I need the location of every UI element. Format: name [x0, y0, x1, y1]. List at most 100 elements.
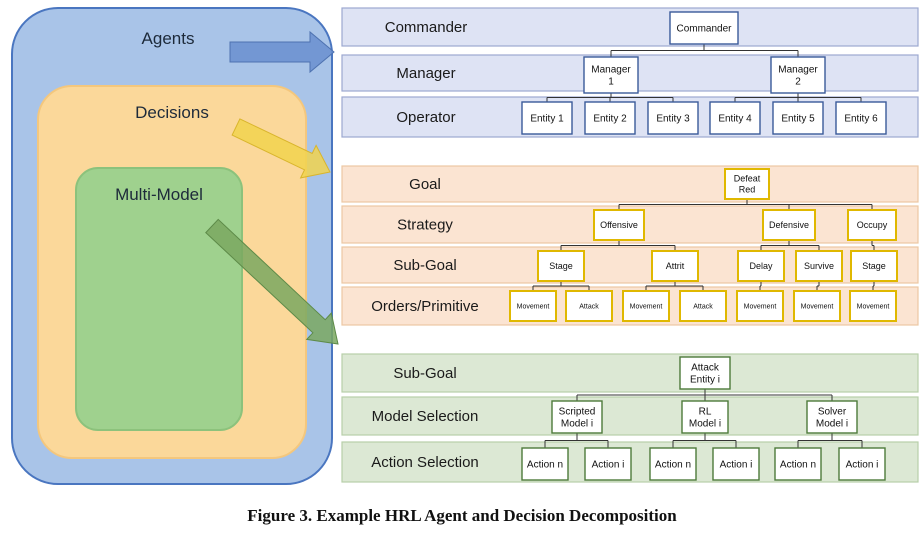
node-label: Stage: [549, 261, 573, 271]
node-movement3: [736, 290, 784, 322]
node-label: Movement: [517, 303, 550, 310]
node-label: Manager: [591, 65, 631, 76]
node-manager2: [770, 56, 826, 94]
node-label: Scripted: [559, 407, 596, 418]
node-stage2: [850, 250, 898, 282]
band-label: Operator: [396, 109, 455, 126]
node-solver: [806, 400, 858, 434]
node-label: Model i: [689, 419, 721, 430]
node-defensive: [762, 209, 816, 241]
band-label: Commander: [385, 19, 468, 36]
connector-attack_entity: [576, 389, 833, 401]
node-rl: [681, 400, 729, 434]
node-attack_entity: [679, 356, 731, 390]
node-occupy: [847, 209, 897, 241]
node-label: Defensive: [769, 220, 809, 230]
node-label: Delay: [749, 261, 773, 271]
node-label: Model i: [816, 419, 848, 430]
node-label: Entity 2: [593, 114, 627, 125]
node-stage1: [537, 250, 585, 282]
node-label: Defeat: [734, 174, 761, 184]
band-label: Manager: [396, 65, 455, 82]
node-label: Movement: [630, 303, 663, 310]
node-movement5: [849, 290, 897, 322]
node-label: Attrit: [666, 261, 685, 271]
node-label: Occupy: [857, 220, 888, 230]
connector-rl: [672, 433, 737, 448]
node-label: Manager: [778, 65, 818, 76]
node-label: Movement: [857, 303, 890, 310]
node-entity2: [584, 101, 636, 135]
node-action_n1: [521, 447, 569, 481]
node-label: Attack: [693, 303, 713, 310]
node-label: Attack: [579, 303, 599, 310]
decisions-panel-label: Decisions: [135, 103, 209, 122]
connector-manager2: [734, 93, 862, 102]
node-label: 1: [608, 77, 614, 88]
node-action_i3: [838, 447, 886, 481]
tree-connectors: [532, 44, 875, 448]
node-label: Offensive: [600, 220, 638, 230]
node-label: Action n: [655, 460, 691, 471]
node-label: Action n: [780, 460, 816, 471]
band-4: [341, 165, 919, 203]
band-label: Strategy: [397, 217, 453, 234]
connector-offensive: [560, 240, 676, 251]
node-defeat_red: [724, 168, 770, 200]
connector-attrit: [645, 281, 704, 291]
node-action_i1: [584, 447, 632, 481]
node-manager1: [583, 56, 639, 94]
node-action_n2: [649, 447, 697, 481]
band-label: Action Selection: [371, 454, 479, 471]
node-entity3: [647, 101, 699, 135]
band-1: [341, 7, 919, 47]
node-label: Commander: [676, 24, 732, 35]
connector-defensive: [760, 240, 820, 251]
node-label: Action i: [592, 460, 625, 471]
connector-commander: [610, 44, 799, 57]
node-commander: [669, 11, 739, 45]
mapping-arrows: [205, 30, 339, 345]
node-label: RL: [699, 407, 712, 418]
multi-model-arrow: [205, 218, 339, 345]
connector-scripted: [544, 433, 609, 448]
figure-caption: Figure 3. Example HRL Agent and Decision…: [247, 506, 677, 525]
node-movement1: [509, 290, 557, 322]
node-entity4: [709, 101, 761, 135]
node-scripted: [551, 400, 603, 434]
node-label: Red: [739, 185, 756, 195]
node-attack2: [679, 290, 727, 322]
agents-arrow: [229, 30, 335, 74]
node-label: Action n: [527, 460, 563, 471]
node-survive: [795, 250, 843, 282]
node-action_n3: [774, 447, 822, 481]
node-label: Entity 3: [656, 114, 690, 125]
node-movement2: [622, 290, 670, 322]
band-label: Sub-Goal: [393, 365, 456, 382]
node-offensive: [593, 209, 645, 241]
node-label: Model i: [561, 419, 593, 430]
node-label: Movement: [801, 303, 834, 310]
node-label: Action i: [720, 460, 753, 471]
node-entity6: [835, 101, 887, 135]
node-label: Entity 1: [530, 114, 564, 125]
node-label: Entity i: [690, 375, 720, 386]
node-delay: [737, 250, 785, 282]
band-label: Model Selection: [372, 408, 479, 425]
band-label: Sub-Goal: [393, 257, 456, 274]
node-label: Solver: [818, 407, 847, 418]
multi-model-panel: [75, 167, 243, 431]
connector-defeat_red: [618, 199, 873, 210]
node-label: Action i: [846, 460, 879, 471]
band-label: Orders/Primitive: [371, 298, 479, 315]
band-8: [341, 353, 919, 393]
node-attrit: [651, 250, 699, 282]
node-attack1: [565, 290, 613, 322]
node-entity1: [521, 101, 573, 135]
node-label: Entity 5: [781, 114, 815, 125]
node-movement4: [793, 290, 841, 322]
decisions-arrow: [231, 118, 331, 179]
